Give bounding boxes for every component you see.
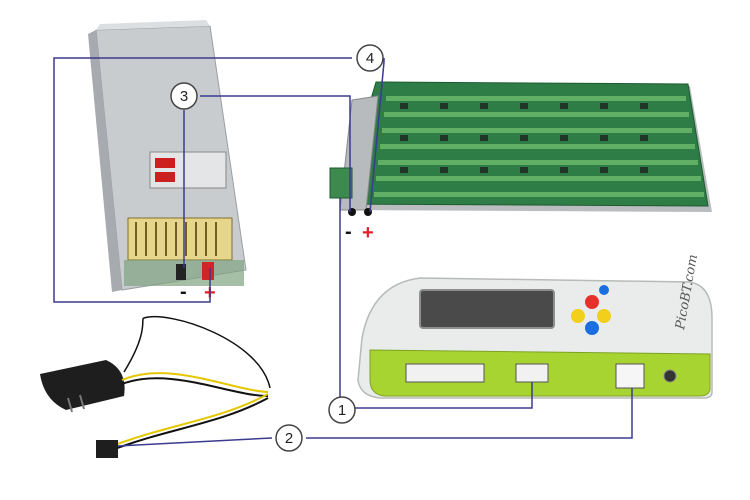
adapter-connector xyxy=(96,440,118,458)
callout-1: 1 xyxy=(328,396,356,424)
board-minus-label: - xyxy=(345,221,352,243)
wire-3-path xyxy=(200,95,351,212)
tester-port-left[interactable] xyxy=(405,363,485,383)
board-negative-pad xyxy=(348,208,356,216)
callout-2-label: 2 xyxy=(285,430,293,447)
board-plus-label: + xyxy=(362,222,374,244)
callout-4-label: 4 xyxy=(366,50,374,67)
psu-negative-terminal xyxy=(176,264,186,280)
power-adapter xyxy=(40,316,271,458)
tester-yellow-button-2[interactable] xyxy=(597,309,611,323)
callout-1-label: 1 xyxy=(338,402,346,419)
psu-volt-readout xyxy=(155,158,175,168)
hash-board xyxy=(329,81,712,216)
wire-2-right xyxy=(306,388,633,439)
tester-blue-button-2[interactable] xyxy=(599,285,609,295)
tester-yellow-button[interactable] xyxy=(571,309,585,323)
tester-blue-button[interactable] xyxy=(585,321,599,335)
callout-2: 2 xyxy=(275,424,303,452)
board-connector xyxy=(329,167,353,199)
wire-2-left xyxy=(117,437,273,447)
tester-red-button[interactable] xyxy=(585,295,599,309)
tester-power-switch[interactable] xyxy=(663,369,677,383)
callout-3: 3 xyxy=(170,82,198,110)
psu-display-panel xyxy=(149,151,227,189)
wire-4-to-board xyxy=(369,61,385,213)
wire-1-path xyxy=(339,198,533,409)
tester-power-port[interactable] xyxy=(615,363,645,389)
tester-device: PicoBT.com xyxy=(357,253,713,399)
wire-4-path xyxy=(53,57,352,303)
callout-3-label: 3 xyxy=(180,88,188,105)
psu-minus-label: - xyxy=(180,281,187,303)
power-supply xyxy=(88,20,247,292)
callout-4: 4 xyxy=(356,44,384,72)
psu-amp-readout xyxy=(155,172,175,182)
wire-routes xyxy=(53,57,633,447)
tester-port-middle[interactable] xyxy=(515,363,549,383)
psu-positive-terminal xyxy=(202,262,214,280)
tester-screen xyxy=(419,289,555,329)
